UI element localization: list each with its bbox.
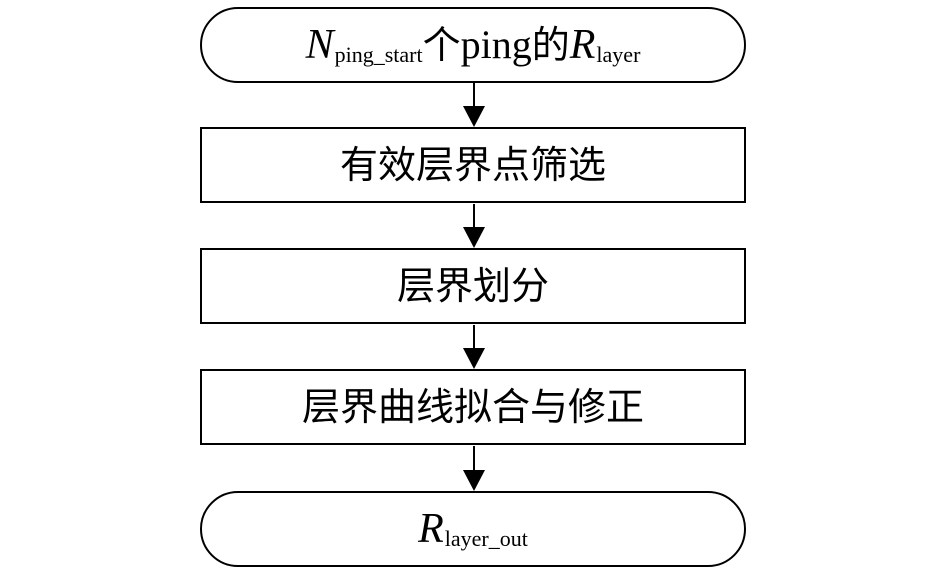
output-variable-r: R [418,506,444,552]
partition-process-box: 层界划分 [200,248,746,324]
arrow-partition-to-fit [463,325,485,369]
input-measure-word: 个 [422,23,461,67]
arrow-head-icon [463,348,485,369]
input-variable-r: R [569,22,596,68]
partition-process-label: 层界划分 [396,264,549,308]
arrow-head-icon [463,106,485,127]
filter-process-box: 有效层界点筛选 [200,127,746,203]
arrow-fit-to-output [463,446,485,491]
arrow-shaft [473,446,475,471]
arrow-shaft [473,204,475,228]
arrow-shaft [473,83,475,107]
arrow-head-icon [463,470,485,491]
output-subscript-layer-out: layer_out [444,526,528,551]
input-variable-n: N [305,22,334,68]
arrow-head-icon [463,227,485,248]
fit-process-label: 层界曲线拟合与修正 [301,385,644,429]
fit-process-box: 层界曲线拟合与修正 [200,369,746,445]
input-subscript-ping-start: ping_start [334,42,423,67]
input-possessive-word: 的 [531,23,570,67]
input-ping-word: ping [460,22,532,67]
arrow-input-to-filter [463,83,485,127]
input-subscript-layer: layer [596,42,641,67]
arrow-filter-to-partition [463,204,485,248]
arrow-shaft [473,325,475,349]
filter-process-label: 有效层界点筛选 [339,143,606,187]
